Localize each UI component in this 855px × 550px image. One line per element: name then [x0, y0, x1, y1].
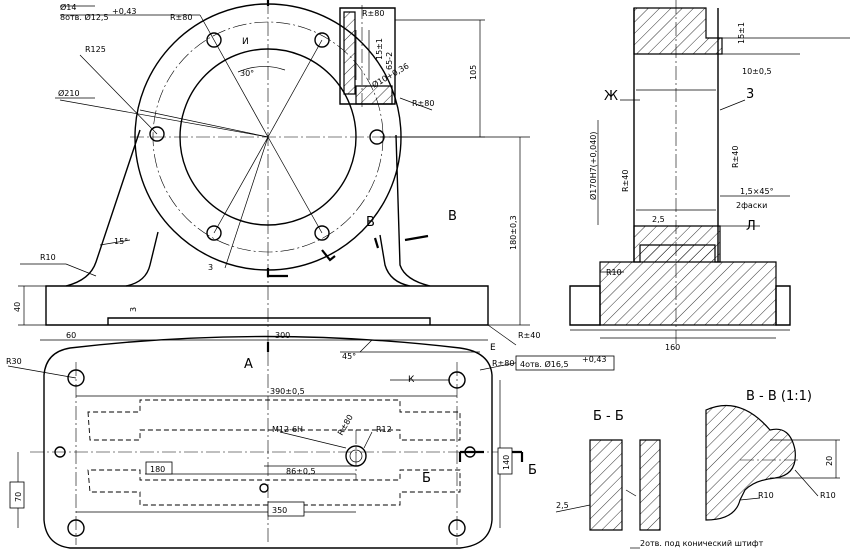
label-mark-e: Е	[490, 343, 496, 353]
label-mark-b2: В	[448, 209, 457, 224]
label-holes-top-tol: +0,43	[112, 7, 137, 16]
label-r40-r1: R±40	[621, 170, 630, 192]
label-circ3: 3	[208, 263, 213, 272]
label-mark-b-sec: Б	[422, 471, 431, 486]
label-r80-base: R±80	[492, 359, 514, 368]
label-m12: M12-6H	[272, 425, 303, 434]
label-mark-b1: В	[366, 215, 375, 230]
pin-hole	[259, 483, 269, 493]
label-r40-r2: R±40	[731, 146, 740, 168]
plan-labels: R30 R±80 4отв. Ø16,5 +0,43 К 390±0,5 M12…	[6, 355, 615, 517]
label-dim15r: 15±1	[737, 22, 746, 44]
label-dim390: 390±0,5	[270, 387, 305, 396]
label-dim170: Ø170H7(+0,040)	[588, 131, 598, 200]
label-dim20: 20	[825, 456, 834, 466]
label-r10-r: R10	[606, 268, 622, 277]
label-dim300: 300	[275, 331, 290, 340]
label-sec-bb: Б - Б	[593, 409, 624, 424]
label-pin-note: 2отв. под конический штифт	[640, 539, 764, 548]
label-holes-base-tol: +0,43	[582, 355, 607, 364]
label-chamfer2: 2фаски	[736, 201, 767, 210]
label-mark-zh-r: Ж	[604, 89, 618, 104]
label-mark-a: А	[244, 357, 253, 372]
label-r30: R30	[6, 357, 22, 366]
label-holes-top-dia: Ø14	[60, 2, 76, 12]
label-d210: Ø210	[58, 88, 80, 98]
label-ang45: 45°	[342, 352, 356, 361]
front-view	[18, 0, 530, 545]
label-r80-right: R±80	[412, 99, 434, 108]
bolt-hole	[206, 225, 222, 241]
label-r10-v2: R10	[820, 491, 836, 500]
label-r10-left: R10	[40, 253, 56, 262]
label-dim86: 86±0,5	[286, 467, 316, 476]
label-holes-base: 4отв. Ø16,5	[520, 359, 569, 369]
label-ang30: 30°	[240, 69, 254, 78]
label-r80-top: R±80	[170, 13, 192, 22]
section-bb: Б - Б 2,5 2отв. под конический штифт	[555, 409, 764, 549]
label-r80-m: R±80	[336, 413, 355, 437]
label-dim60: 60	[66, 331, 76, 340]
label-r10-v1: R10	[758, 491, 774, 500]
label-mark-l: Л	[746, 219, 756, 234]
label-dim105: 105	[469, 65, 478, 80]
label-r12: R12	[376, 425, 392, 434]
label-dim70: 70	[14, 492, 23, 502]
label-dim180: 180±0,3	[509, 215, 518, 250]
front-labels: Ø14 8отв. Ø12,5 +0,43 R±80 И R±80 R125 3…	[13, 2, 540, 372]
bolt-hole	[206, 32, 222, 48]
label-dim10r: 10±0,5	[742, 67, 772, 76]
side-view	[569, 0, 850, 350]
label-dim15: 15±1	[375, 38, 384, 60]
section-vv: В - В (1:1) 20 R10 R10	[705, 389, 840, 521]
label-dim25b: 2,5	[556, 501, 569, 510]
label-dim25: 2,5	[652, 215, 665, 224]
side-labels: 15±1 10±0,5 Ø170H7(+0,040) Ж 3 R±40 R±40…	[588, 22, 774, 352]
label-dim3: 3	[129, 307, 138, 312]
label-r125: R125	[85, 45, 106, 54]
label-dim65: 65-2	[385, 52, 394, 70]
bolt-hole	[314, 32, 330, 48]
label-mark-b-sec2: Б	[528, 463, 537, 478]
label-dim350: 350	[272, 506, 287, 515]
bolt-hole	[314, 225, 330, 241]
label-r40-base: R±40	[518, 331, 540, 340]
label-ang15: 15°	[114, 237, 128, 246]
label-chamfer: 1,5×45°	[740, 187, 774, 196]
plan-view	[7, 335, 524, 549]
label-dim160: 160	[665, 343, 680, 352]
label-dim140: 140	[502, 455, 511, 470]
label-r80-boss: R±80	[362, 9, 384, 18]
label-mark-i: И	[242, 37, 249, 47]
label-holes-top: 8отв. Ø12,5	[60, 12, 109, 22]
label-sec-vv: В - В (1:1)	[746, 389, 812, 404]
bolt-hole	[149, 126, 165, 142]
label-mark-k: К	[408, 375, 415, 385]
label-dim40: 40	[13, 302, 22, 312]
label-dim180b: 180	[150, 465, 165, 474]
label-mark-3-r: 3	[746, 87, 754, 102]
